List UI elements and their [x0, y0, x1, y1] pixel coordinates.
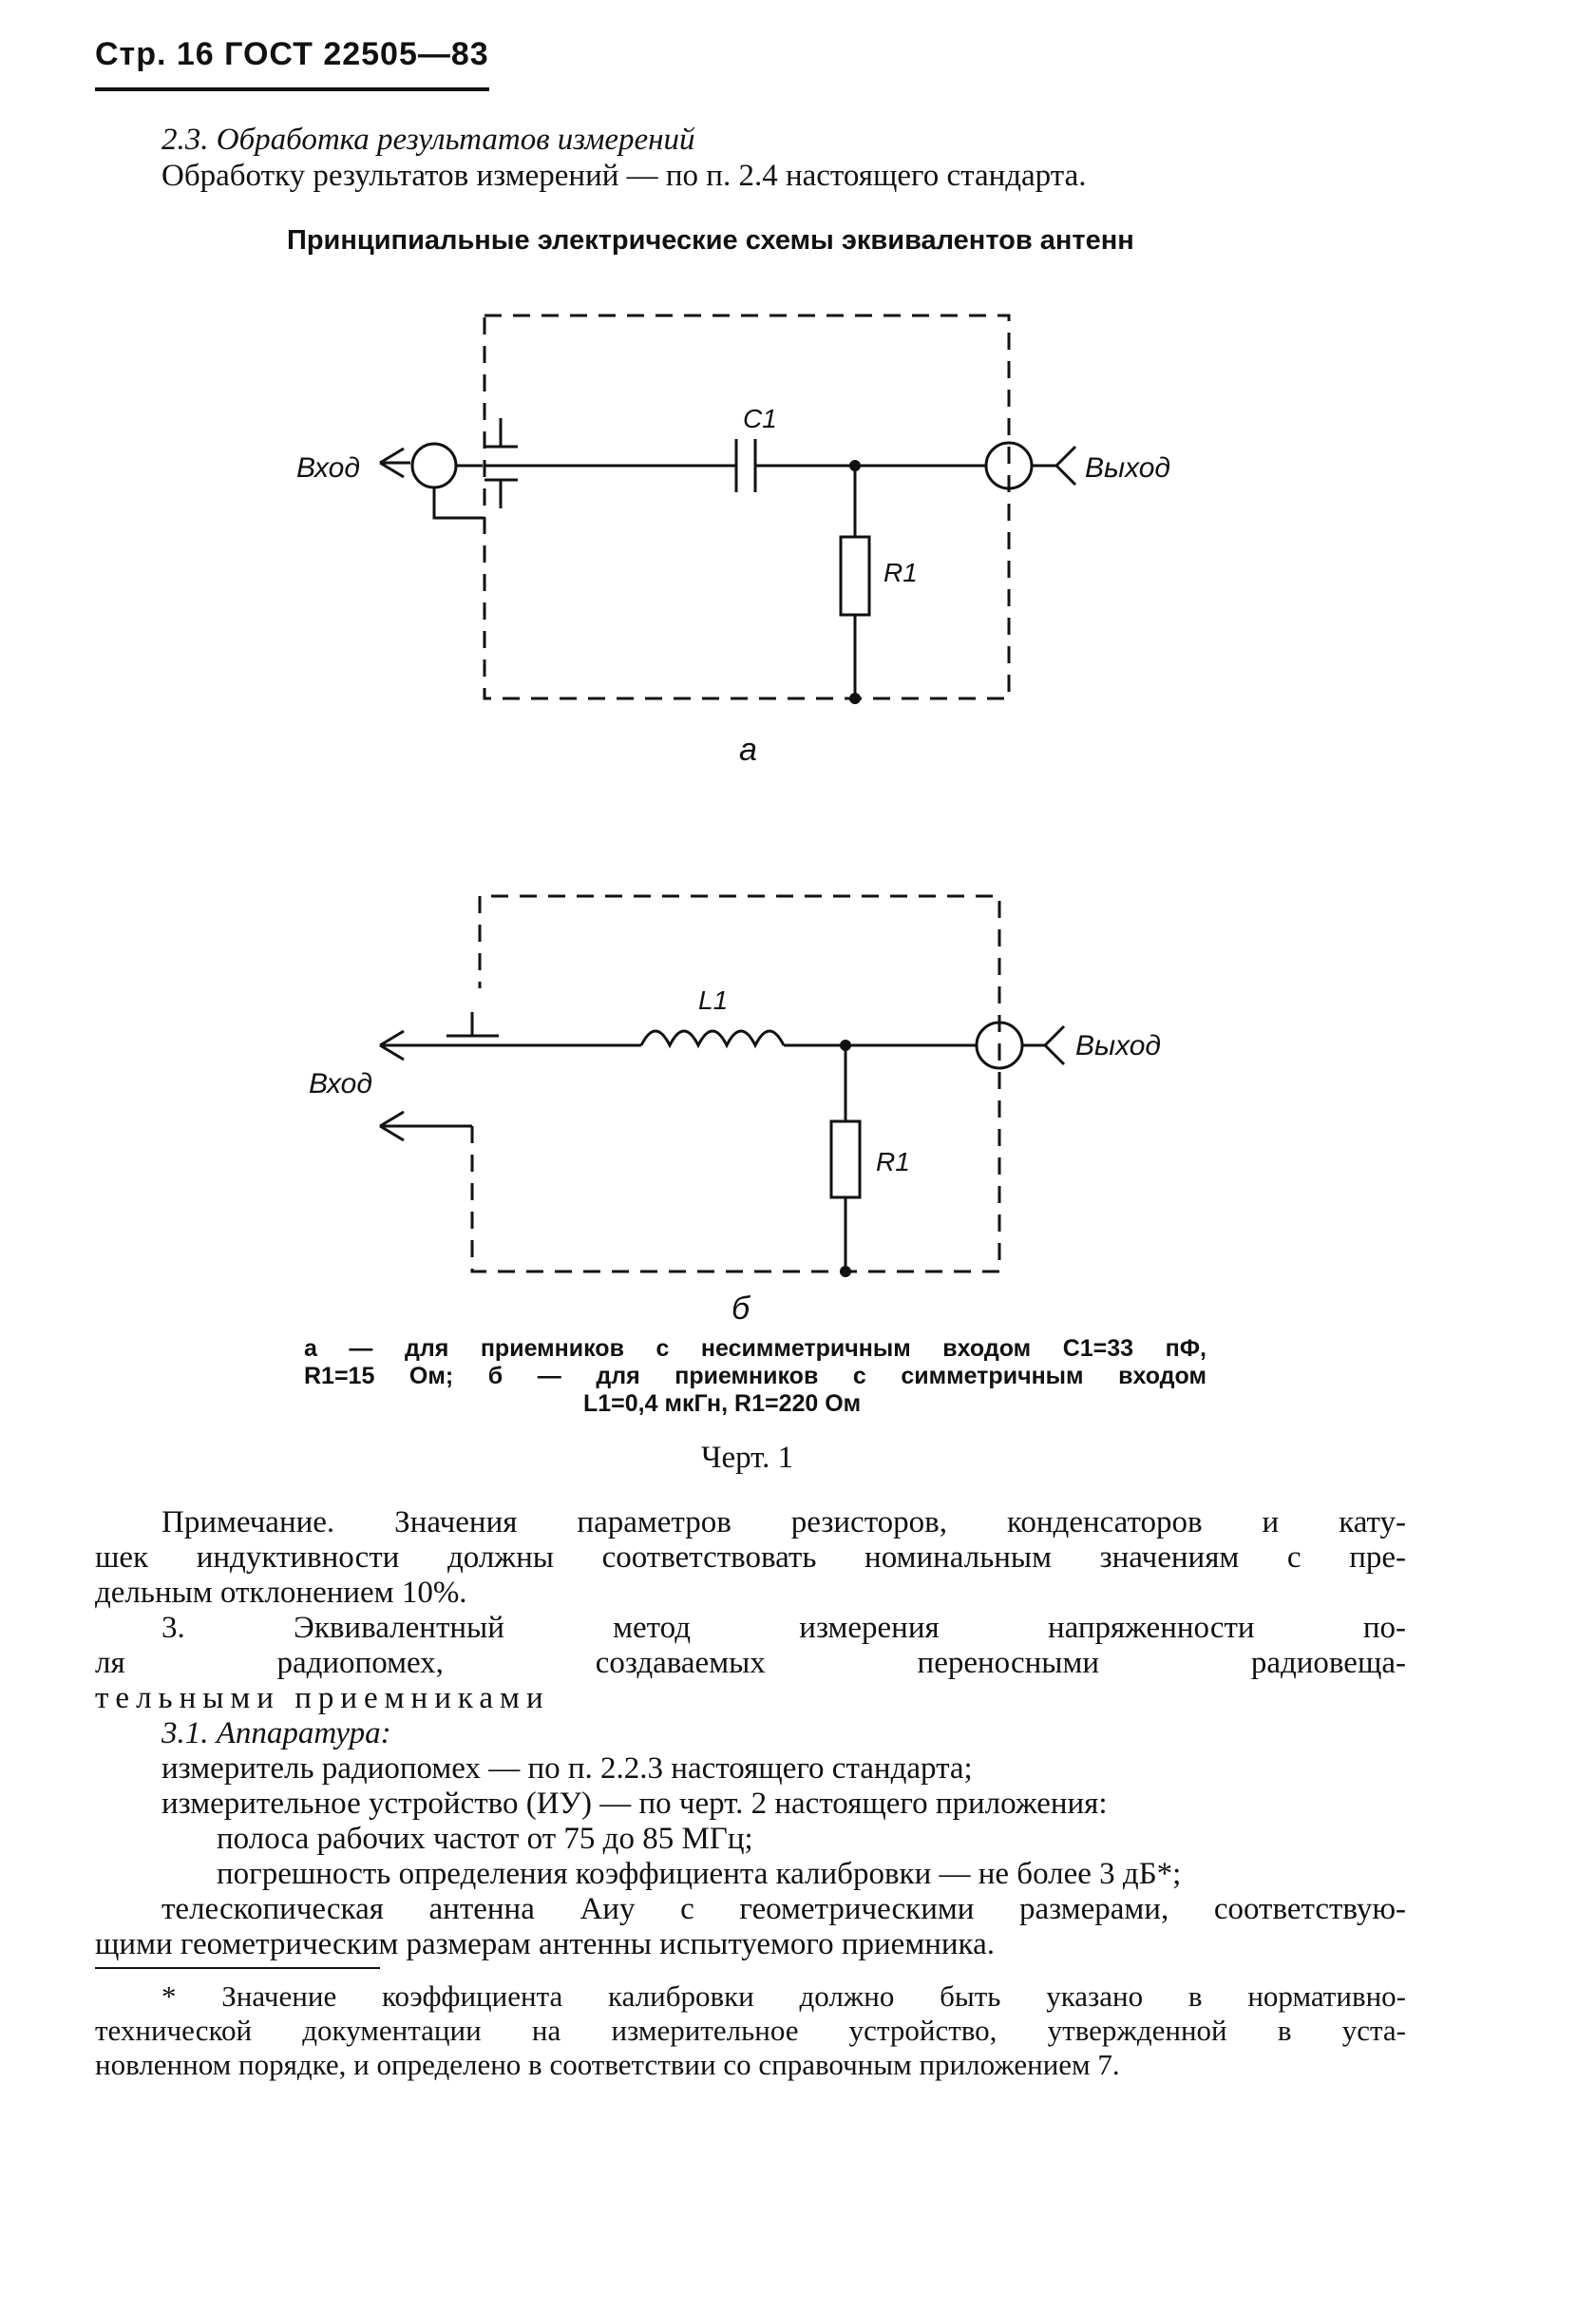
enclosure-a — [483, 314, 1011, 700]
diagram-a-sublabel: а — [739, 732, 757, 768]
section-3-heading-line-1: 3. Эквивалентный метод измерения напряже… — [162, 1611, 1406, 1645]
input-connector-a — [410, 442, 458, 489]
figure-label: Черт. 1 — [701, 1441, 794, 1475]
section-2-3-heading: 2.3. Обработка результатов измерений — [162, 123, 695, 157]
note-line-1: Примечание. Значения параметров резистор… — [162, 1505, 1406, 1539]
apparatus-item-5: телескопическая антенна Aиу с геометриче… — [162, 1892, 1406, 1926]
capacitor-c1 — [734, 439, 757, 492]
input-arrow-b-bottom — [379, 1110, 405, 1142]
page-header: Стр. 16 ГОСТ 22505—83 — [95, 36, 489, 72]
input-arrow-b-top — [379, 1029, 405, 1061]
apparatus-item-4: погрешность определения коэффициента кал… — [217, 1857, 1182, 1891]
section-3-heading-line-3: тельными приемниками — [95, 1681, 550, 1715]
footnote-line-2: технической документации на измерительно… — [95, 2014, 1406, 2047]
schematic-b: Вход Выход L1 R1 б — [309, 894, 1161, 1327]
figure-caption-line-1: а — для приемников с несимметричным вход… — [304, 1335, 1206, 1362]
node-dot-b-top — [840, 1040, 851, 1051]
node-dot-a-top — [849, 460, 861, 471]
resistor-r1-b — [829, 1119, 862, 1199]
apparatus-item-2: измерительное устройство (ИУ) — по черт.… — [162, 1787, 1108, 1821]
footnote-line-3: новленном порядке, и определено в соотве… — [95, 2048, 1120, 2081]
resistor-r1-a — [839, 535, 871, 617]
apparatus-item-3: полоса рабочих частот от 75 до 85 МГц; — [217, 1822, 753, 1856]
input-arrow-a — [379, 447, 405, 479]
node-dot-b-bottom — [840, 1266, 851, 1277]
diagram-b-sublabel: б — [732, 1290, 751, 1327]
schematic-a: Вход Выход C1 R1 а — [296, 314, 1170, 768]
ground-plate-b — [446, 1012, 499, 1038]
inductor-label-l1: L1 — [698, 985, 728, 1015]
footnote-line-1: * Значение коэффициента калибровки должн… — [162, 1979, 1406, 2013]
footnote-rule — [95, 1967, 380, 1969]
section-2-3-body: Обработку результатов измерений — по п. … — [162, 159, 1087, 193]
output-label-b: Выход — [1075, 1030, 1161, 1061]
figure-title: Принципиальные электрические схемы эквив… — [287, 225, 1134, 256]
node-dot-a-bottom — [849, 693, 861, 704]
inductor-l1 — [639, 1029, 786, 1049]
figure-caption-line-3: L1=0,4 мкГн, R1=220 Ом — [583, 1390, 862, 1417]
resistor-label-r1-b: R1 — [876, 1147, 910, 1176]
header-rule — [95, 87, 489, 91]
output-arrow-a — [1032, 445, 1077, 487]
ground-plates-a — [484, 418, 518, 508]
enclosure-b — [470, 894, 1001, 1273]
capacitor-label-c1: C1 — [743, 404, 777, 433]
note-line-3: дельным отклонением 10%. — [95, 1576, 467, 1610]
note-line-2: шек индуктивности должны соответствовать… — [95, 1540, 1406, 1575]
resistor-label-r1-a: R1 — [884, 558, 918, 587]
output-arrow-b — [1022, 1024, 1066, 1066]
input-label-a: Вход — [296, 452, 360, 484]
output-label-a: Выход — [1085, 452, 1170, 484]
input-label-b: Вход — [309, 1068, 372, 1099]
apparatus-item-6: щими геометрическим размерам антенны исп… — [95, 1927, 995, 1961]
section-3-1-heading: 3.1. Аппаратура: — [162, 1716, 391, 1750]
section-3-heading-line-2: ля радиопомех, создаваемых переносными р… — [95, 1646, 1406, 1680]
figure-caption-line-2: R1=15 Ом; б — для приемников с симметрич… — [304, 1363, 1206, 1389]
apparatus-item-1: измеритель радиопомех — по п. 2.2.3 наст… — [162, 1751, 973, 1786]
